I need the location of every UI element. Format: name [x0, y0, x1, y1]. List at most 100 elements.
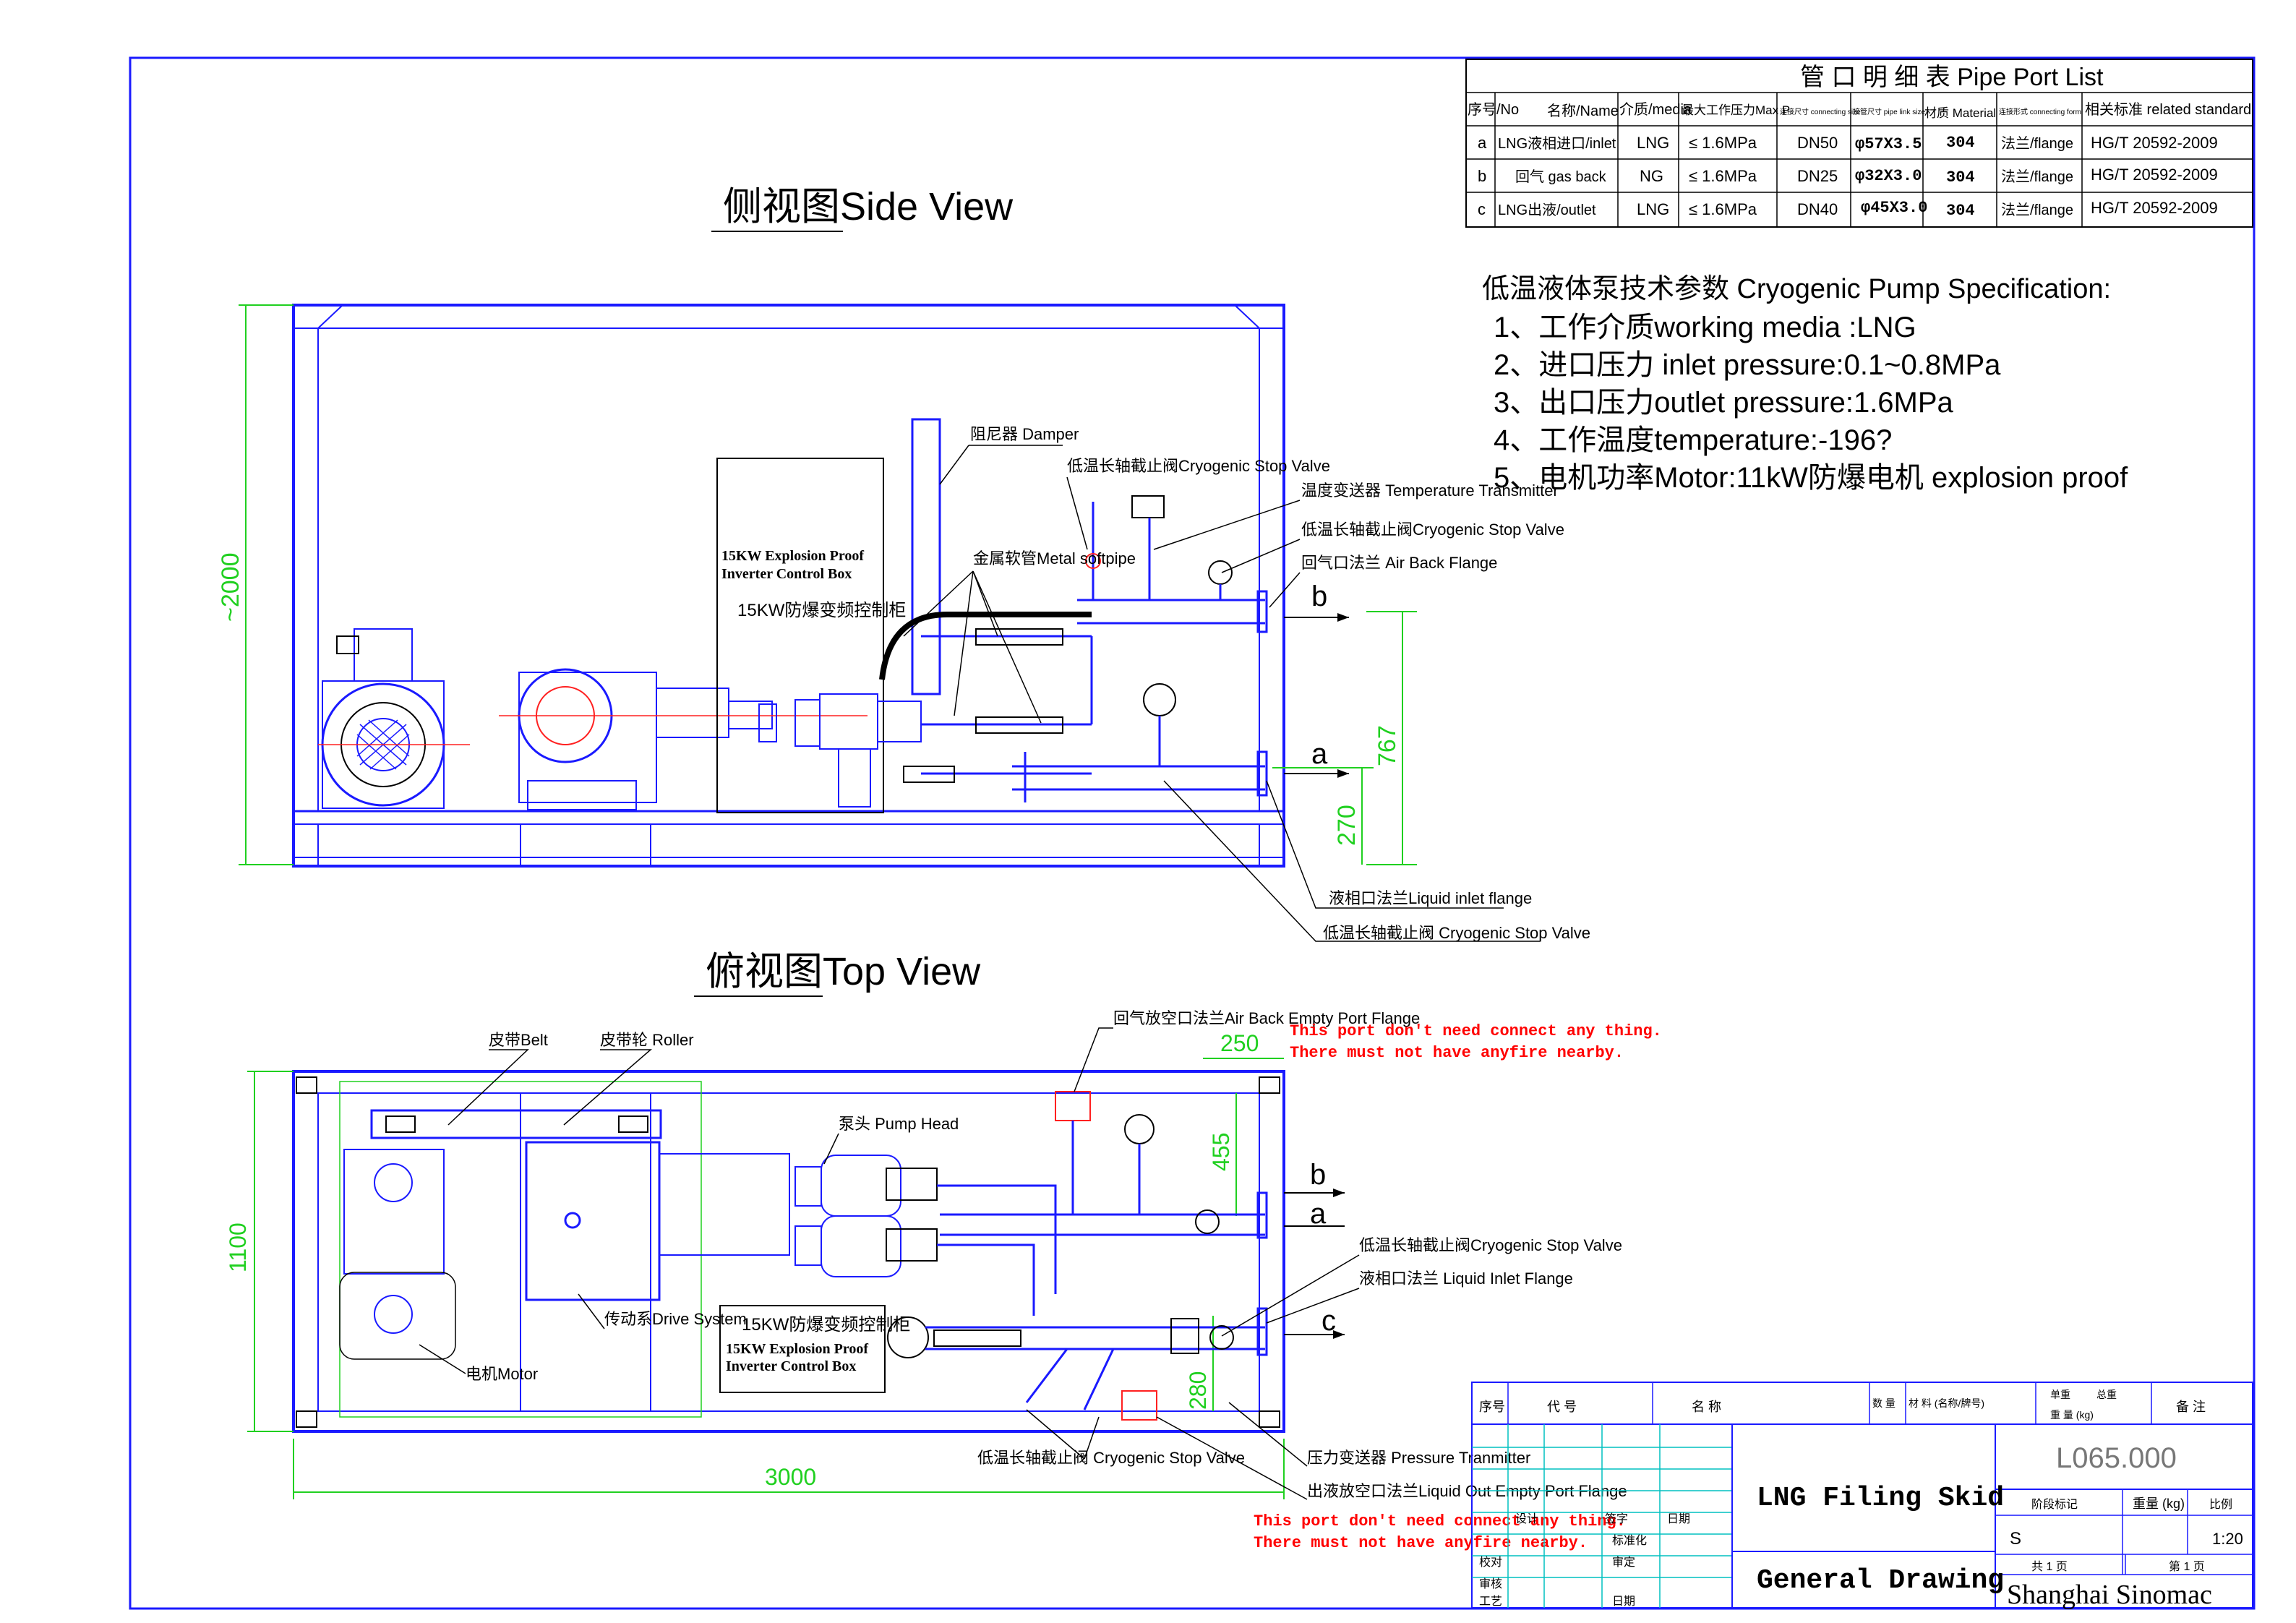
top-belt-drive [339, 1109, 790, 1360]
tb-stage-mark: 阶段标记 [2031, 1498, 2078, 1511]
callout-liquid-inlet-top: 液相口法兰 Liquid Inlet Flange [1359, 1269, 1573, 1288]
warning-top-line1: This port don't need connect any thing. [1290, 1022, 1662, 1040]
warning-top-line2: There must not have anyfire nearby. [1290, 1044, 1624, 1062]
top-dim-455: 455 [1208, 1133, 1234, 1171]
side-dim-767: 767 [1374, 725, 1401, 766]
svg-text:LNG液相进口/inlet: LNG液相进口/inlet [1498, 135, 1616, 152]
callout-stop-valve-top-b: 低温长轴截止阀 Cryogenic Stop Valve [977, 1449, 1245, 1467]
callout-pressure-transmitter: 压力变送器 Pressure Tranmitter [1307, 1449, 1530, 1467]
svg-text:c: c [1478, 200, 1486, 218]
spec-line-3: 3、出口压力outlet pressure:1.6MPa [1494, 387, 1954, 419]
title-block: 序号 代 号 名 称 数 量 材 料 (名称/牌号) 单重 总重 重 量 (kg… [1471, 1382, 2253, 1610]
top-control-box-cn: 15KW防爆变频控制柜 [742, 1315, 910, 1335]
callout-motor: 电机Motor [466, 1365, 538, 1383]
top-view: 俯视图Top View 3000 1100 250 455 280 [225, 950, 1662, 1552]
svg-text:HG/T 20592-2009: HG/T 20592-2009 [2091, 199, 2218, 217]
top-frame-outer [292, 1070, 1285, 1433]
callout-damper: 阻尼器 Damper [970, 425, 1079, 443]
top-pump-heads [794, 1091, 1268, 1316]
top-control-box-en-1: 15KW Explosion Proof [726, 1341, 868, 1357]
top-outlet-piping [887, 1307, 1268, 1421]
svg-text:法兰/flange: 法兰/flange [2001, 168, 2073, 185]
svg-text:DN40: DN40 [1797, 200, 1838, 218]
top-port-b: b [1310, 1159, 1326, 1191]
callout-drive-system: 传动系Drive System [604, 1310, 747, 1328]
tb-col-material: 材 料 (名称/牌号) [1909, 1397, 1984, 1409]
drawing-type: General Drawing [1757, 1565, 2004, 1596]
tb-label-approve: 审定 [1612, 1556, 1635, 1569]
callout-belt: 皮带Belt [489, 1031, 548, 1049]
pump-specification: 低温液体泵技术参数 Cryogenic Pump Specification: … [1482, 274, 2128, 494]
port-row-b: b 回气 gas back NG ≤ 1.6MPa DN25 φ32X3.0 3… [1478, 166, 2218, 187]
top-port-a: a [1310, 1198, 1327, 1230]
port-row-a: a LNG液相进口/inlet LNG ≤ 1.6MPa DN50 φ57X3.… [1478, 134, 2218, 153]
drawing-name: LNG Filing Skid [1757, 1483, 2004, 1514]
svg-text:a: a [1478, 134, 1487, 152]
top-dim-250: 250 [1220, 1030, 1259, 1056]
tb-label-standard: 标准化 [1612, 1534, 1647, 1547]
top-port-c: c [1322, 1305, 1336, 1337]
tb-scale-value: 1:20 [2212, 1530, 2243, 1548]
top-dim-depth: 1100 [225, 1222, 251, 1272]
spec-title: 低温液体泵技术参数 Cryogenic Pump Specification: [1482, 274, 2111, 304]
callout-roller: 皮带轮 Roller [600, 1031, 694, 1049]
tb-label-sign: 签字 [1605, 1512, 1628, 1525]
tb-label-check: 校对 [1479, 1556, 1502, 1569]
tb-sheet-no: 第 1 页 [2169, 1560, 2205, 1573]
tb-col-single: 单重 [2050, 1389, 2070, 1400]
svg-text:b: b [1478, 167, 1486, 185]
svg-text:回气 gas back: 回气 gas back [1515, 168, 1607, 185]
svg-text:DN25: DN25 [1797, 167, 1838, 185]
svg-text:≤ 1.6MPa: ≤ 1.6MPa [1689, 134, 1757, 152]
tb-col-name: 名 称 [1692, 1400, 1721, 1414]
callout-stop-valve-top-a: 低温长轴截止阀Cryogenic Stop Valve [1359, 1236, 1622, 1254]
warning-bottom-line1: This port don't need connect any thing. [1254, 1512, 1626, 1530]
svg-text:LNG: LNG [1637, 200, 1669, 218]
header-conn-form: 连接形式 connecting form [1999, 107, 2081, 116]
header-maxp: 最大工作压力Max P [1682, 103, 1790, 117]
tb-sheets-total: 共 1 页 [2031, 1560, 2068, 1573]
svg-text:φ32X3.0: φ32X3.0 [1855, 167, 1922, 185]
port-row-c: c LNG出液/outlet LNG ≤ 1.6MPa DN40 φ45X3.0… [1478, 199, 2218, 220]
drawing-border [129, 56, 2256, 1610]
header-media: 介质/media [1619, 101, 1692, 118]
company-name: Shanghai Sinomac [2007, 1580, 2212, 1610]
top-control-box [719, 1305, 886, 1393]
top-control-box-en-2: Inverter Control Box [726, 1358, 856, 1374]
svg-text:法兰/flange: 法兰/flange [2001, 202, 2073, 218]
side-pump-housing [499, 668, 868, 810]
svg-text:NG: NG [1640, 167, 1663, 185]
tb-scale-label: 比例 [2209, 1498, 2232, 1511]
callout-air-back-flange: 回气口法兰 Air Back Flange [1301, 554, 1497, 572]
tb-label-process: 工艺 [1479, 1595, 1502, 1608]
callout-stop-valve-3: 低温长轴截止阀 Cryogenic Stop Valve [1323, 924, 1590, 942]
svg-text:304: 304 [1946, 134, 1975, 152]
svg-text:DN50: DN50 [1797, 134, 1838, 152]
warning-bottom-line2: There must not have anyfire nearby. [1254, 1534, 1588, 1552]
side-pump-head [758, 418, 1268, 808]
side-control-box-en-1: 15KW Explosion Proof [721, 548, 864, 564]
side-port-a: a [1311, 738, 1328, 770]
tb-col-qty: 数 量 [1872, 1397, 1896, 1409]
header-pipe-size: 接管尺寸 pipe link size [1853, 107, 1925, 116]
tb-col-code: 代 号 [1547, 1400, 1577, 1414]
svg-text:304: 304 [1946, 168, 1975, 187]
spec-line-4: 4、工作温度temperature:-196? [1494, 424, 1892, 456]
tb-col-seq: 序号 [1479, 1400, 1505, 1414]
side-control-box [716, 458, 884, 813]
header-name: 名称/Name [1547, 103, 1619, 119]
callout-metal-softpipe: 金属软管Metal softpipe [973, 549, 1136, 568]
pipe-port-list-table: 管 口 明 细 表 Pipe Port List 序号/No 名称/Name 介… [1465, 59, 2253, 228]
tb-col-remark: 备 注 [2176, 1400, 2206, 1414]
tb-label-review: 审核 [1479, 1577, 1502, 1590]
svg-text:≤ 1.6MPa: ≤ 1.6MPa [1689, 167, 1757, 185]
svg-text:LNG出液/outlet: LNG出液/outlet [1498, 202, 1596, 218]
header-standard: 相关标准 related standard [2085, 101, 2251, 118]
header-no: 序号/No [1468, 101, 1519, 118]
svg-text:φ57X3.5: φ57X3.5 [1855, 135, 1922, 153]
svg-text:≤ 1.6MPa: ≤ 1.6MPa [1689, 200, 1757, 218]
side-view-title: 侧视图Side View [723, 185, 1014, 228]
tb-col-total: 总重 [2096, 1389, 2117, 1400]
header-material: 材质 Material [1924, 106, 1996, 120]
